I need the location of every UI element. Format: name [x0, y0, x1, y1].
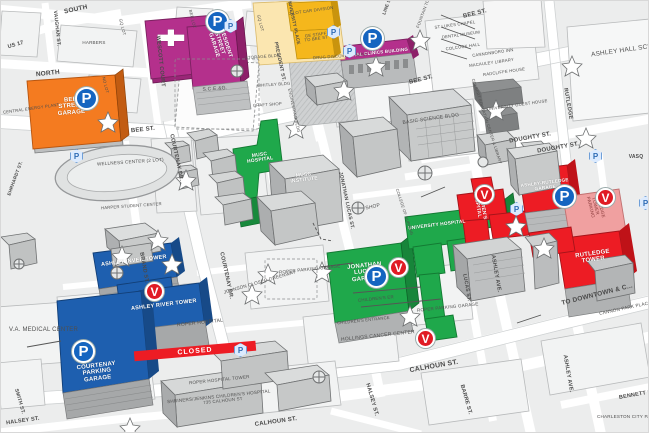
- mini-parking-letter: P: [592, 151, 599, 161]
- parking-marker-letter: P: [367, 30, 378, 47]
- visitor-marker[interactable]: V: [416, 329, 435, 348]
- mini-parking-icon[interactable]: P: [234, 343, 247, 357]
- visitor-marker-letter: V: [421, 331, 430, 346]
- mini-parking-icon[interactable]: P: [510, 202, 523, 216]
- mini-parking-letter: P: [513, 204, 520, 214]
- parking-marker-letter: P: [81, 90, 92, 107]
- mini-parking-letter: P: [346, 46, 353, 56]
- visitor-marker-letter: V: [480, 187, 489, 202]
- parking-marker-letter: P: [212, 13, 223, 30]
- mini-parking-letter: P: [237, 345, 244, 355]
- mini-parking-icon[interactable]: P: [70, 149, 83, 163]
- visitor-marker[interactable]: V: [389, 258, 408, 277]
- visitor-marker-letter: V: [394, 260, 403, 275]
- parking-marker-letter: P: [371, 268, 382, 285]
- parking-marker[interactable]: P: [75, 87, 98, 110]
- visitor-marker-letter: V: [150, 284, 159, 299]
- mini-parking-icon[interactable]: P: [589, 149, 602, 163]
- parking-marker[interactable]: P: [553, 185, 576, 208]
- parking-marker[interactable]: P: [72, 340, 95, 363]
- visitor-marker-letter: V: [601, 190, 610, 205]
- parking-marker[interactable]: P: [365, 265, 388, 288]
- mini-parking-letter: P: [227, 21, 234, 31]
- mini-parking-icon[interactable]: P: [343, 44, 356, 58]
- mini-parking-icon[interactable]: P: [224, 19, 237, 33]
- visitor-marker[interactable]: V: [145, 282, 164, 301]
- visitor-marker[interactable]: V: [475, 185, 494, 204]
- mini-parking-icon[interactable]: P: [327, 25, 340, 39]
- mini-parking-letter: P: [330, 27, 337, 37]
- closed-label: CLOSED: [177, 345, 213, 357]
- visitor-marker[interactable]: V: [596, 188, 615, 207]
- mini-parking-letter: P: [642, 198, 649, 208]
- parking-marker[interactable]: P: [361, 27, 384, 50]
- parking-marker-letter: P: [559, 188, 570, 205]
- parking-marker-letter: P: [78, 343, 89, 360]
- mini-parking-letter: P: [73, 151, 80, 161]
